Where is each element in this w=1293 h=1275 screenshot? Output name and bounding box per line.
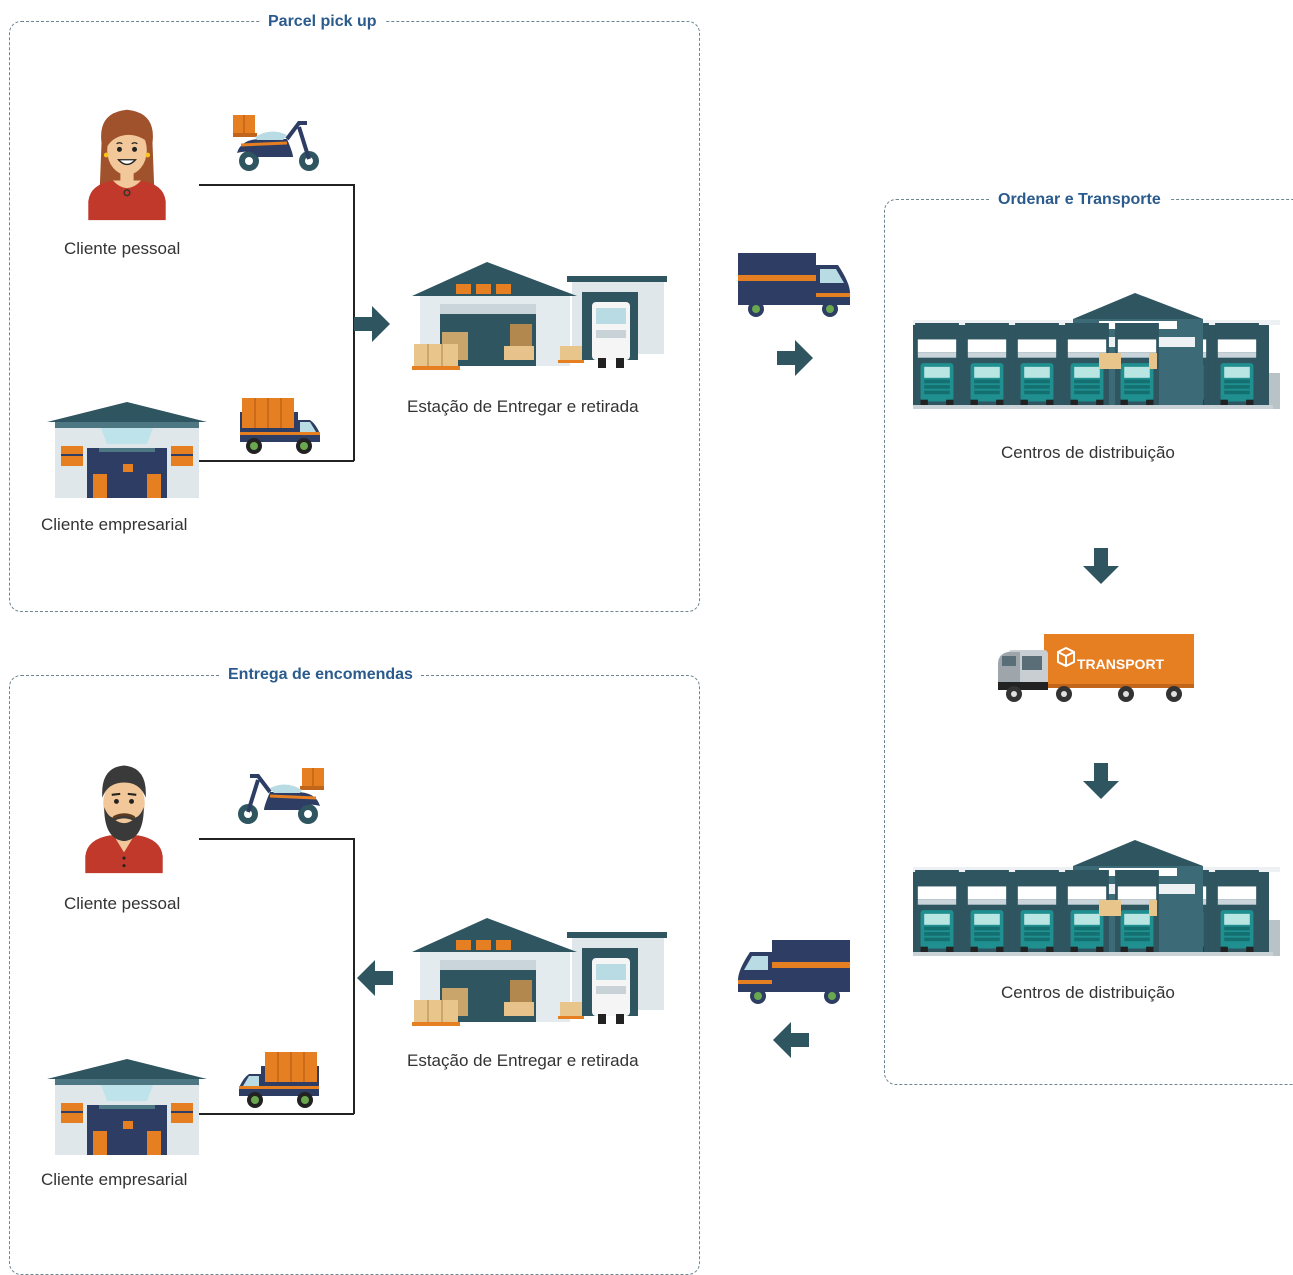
delivery-connector-bottom — [199, 1113, 354, 1115]
box-truck-icon — [735, 940, 850, 1005]
delivery-scooter-icon — [231, 113, 326, 175]
delivery-connector-top — [199, 838, 354, 840]
delivery-station-label: Estação de Entregar e retirada — [407, 1051, 639, 1070]
delivery-scooter-icon — [231, 766, 326, 828]
pickup-business-label: Cliente empresarial — [41, 515, 188, 534]
pickup-station-label: Estação de Entregar e retirada — [407, 397, 639, 416]
semi-truck-text: TRANSPORT — [1077, 656, 1165, 672]
pickup-connector-top — [199, 184, 354, 186]
warehouse-station-icon — [412, 262, 667, 372]
delivery-van-icon — [238, 398, 323, 460]
arrow-icon — [357, 960, 393, 996]
center1-label: Centros de distribuição — [1001, 443, 1175, 462]
center2-label: Centros de distribuição — [1001, 983, 1175, 1002]
box-truck-icon — [738, 253, 853, 318]
pickup-personal-label: Cliente pessoal — [64, 239, 181, 258]
pickup-connector-bottom — [199, 460, 354, 462]
arrow-icon — [777, 340, 813, 376]
transport-panel-title: Ordenar e Transporte — [990, 190, 1169, 210]
arrow-icon — [1083, 548, 1119, 584]
pickup-panel-title: Parcel pick up — [260, 12, 385, 32]
distribution-center-icon — [913, 840, 1283, 957]
delivery-business-label: Cliente empresarial — [41, 1170, 188, 1189]
distribution-center-icon — [913, 293, 1283, 410]
delivery-van-icon — [236, 1052, 321, 1114]
business-building-icon — [47, 1057, 207, 1157]
pickup-connector-vertical — [353, 184, 355, 461]
business-building-icon — [47, 400, 207, 500]
delivery-panel-title: Entrega de encomendas — [220, 665, 421, 685]
delivery-personal-label: Cliente pessoal — [64, 894, 181, 913]
delivery-connector-vertical — [353, 838, 355, 1114]
warehouse-station-icon — [412, 918, 667, 1028]
bearded-man-customer-icon — [79, 758, 169, 876]
arrow-icon — [1083, 763, 1119, 799]
woman-customer-icon — [82, 105, 172, 223]
arrow-icon — [354, 306, 390, 342]
arrow-icon — [773, 1022, 809, 1058]
